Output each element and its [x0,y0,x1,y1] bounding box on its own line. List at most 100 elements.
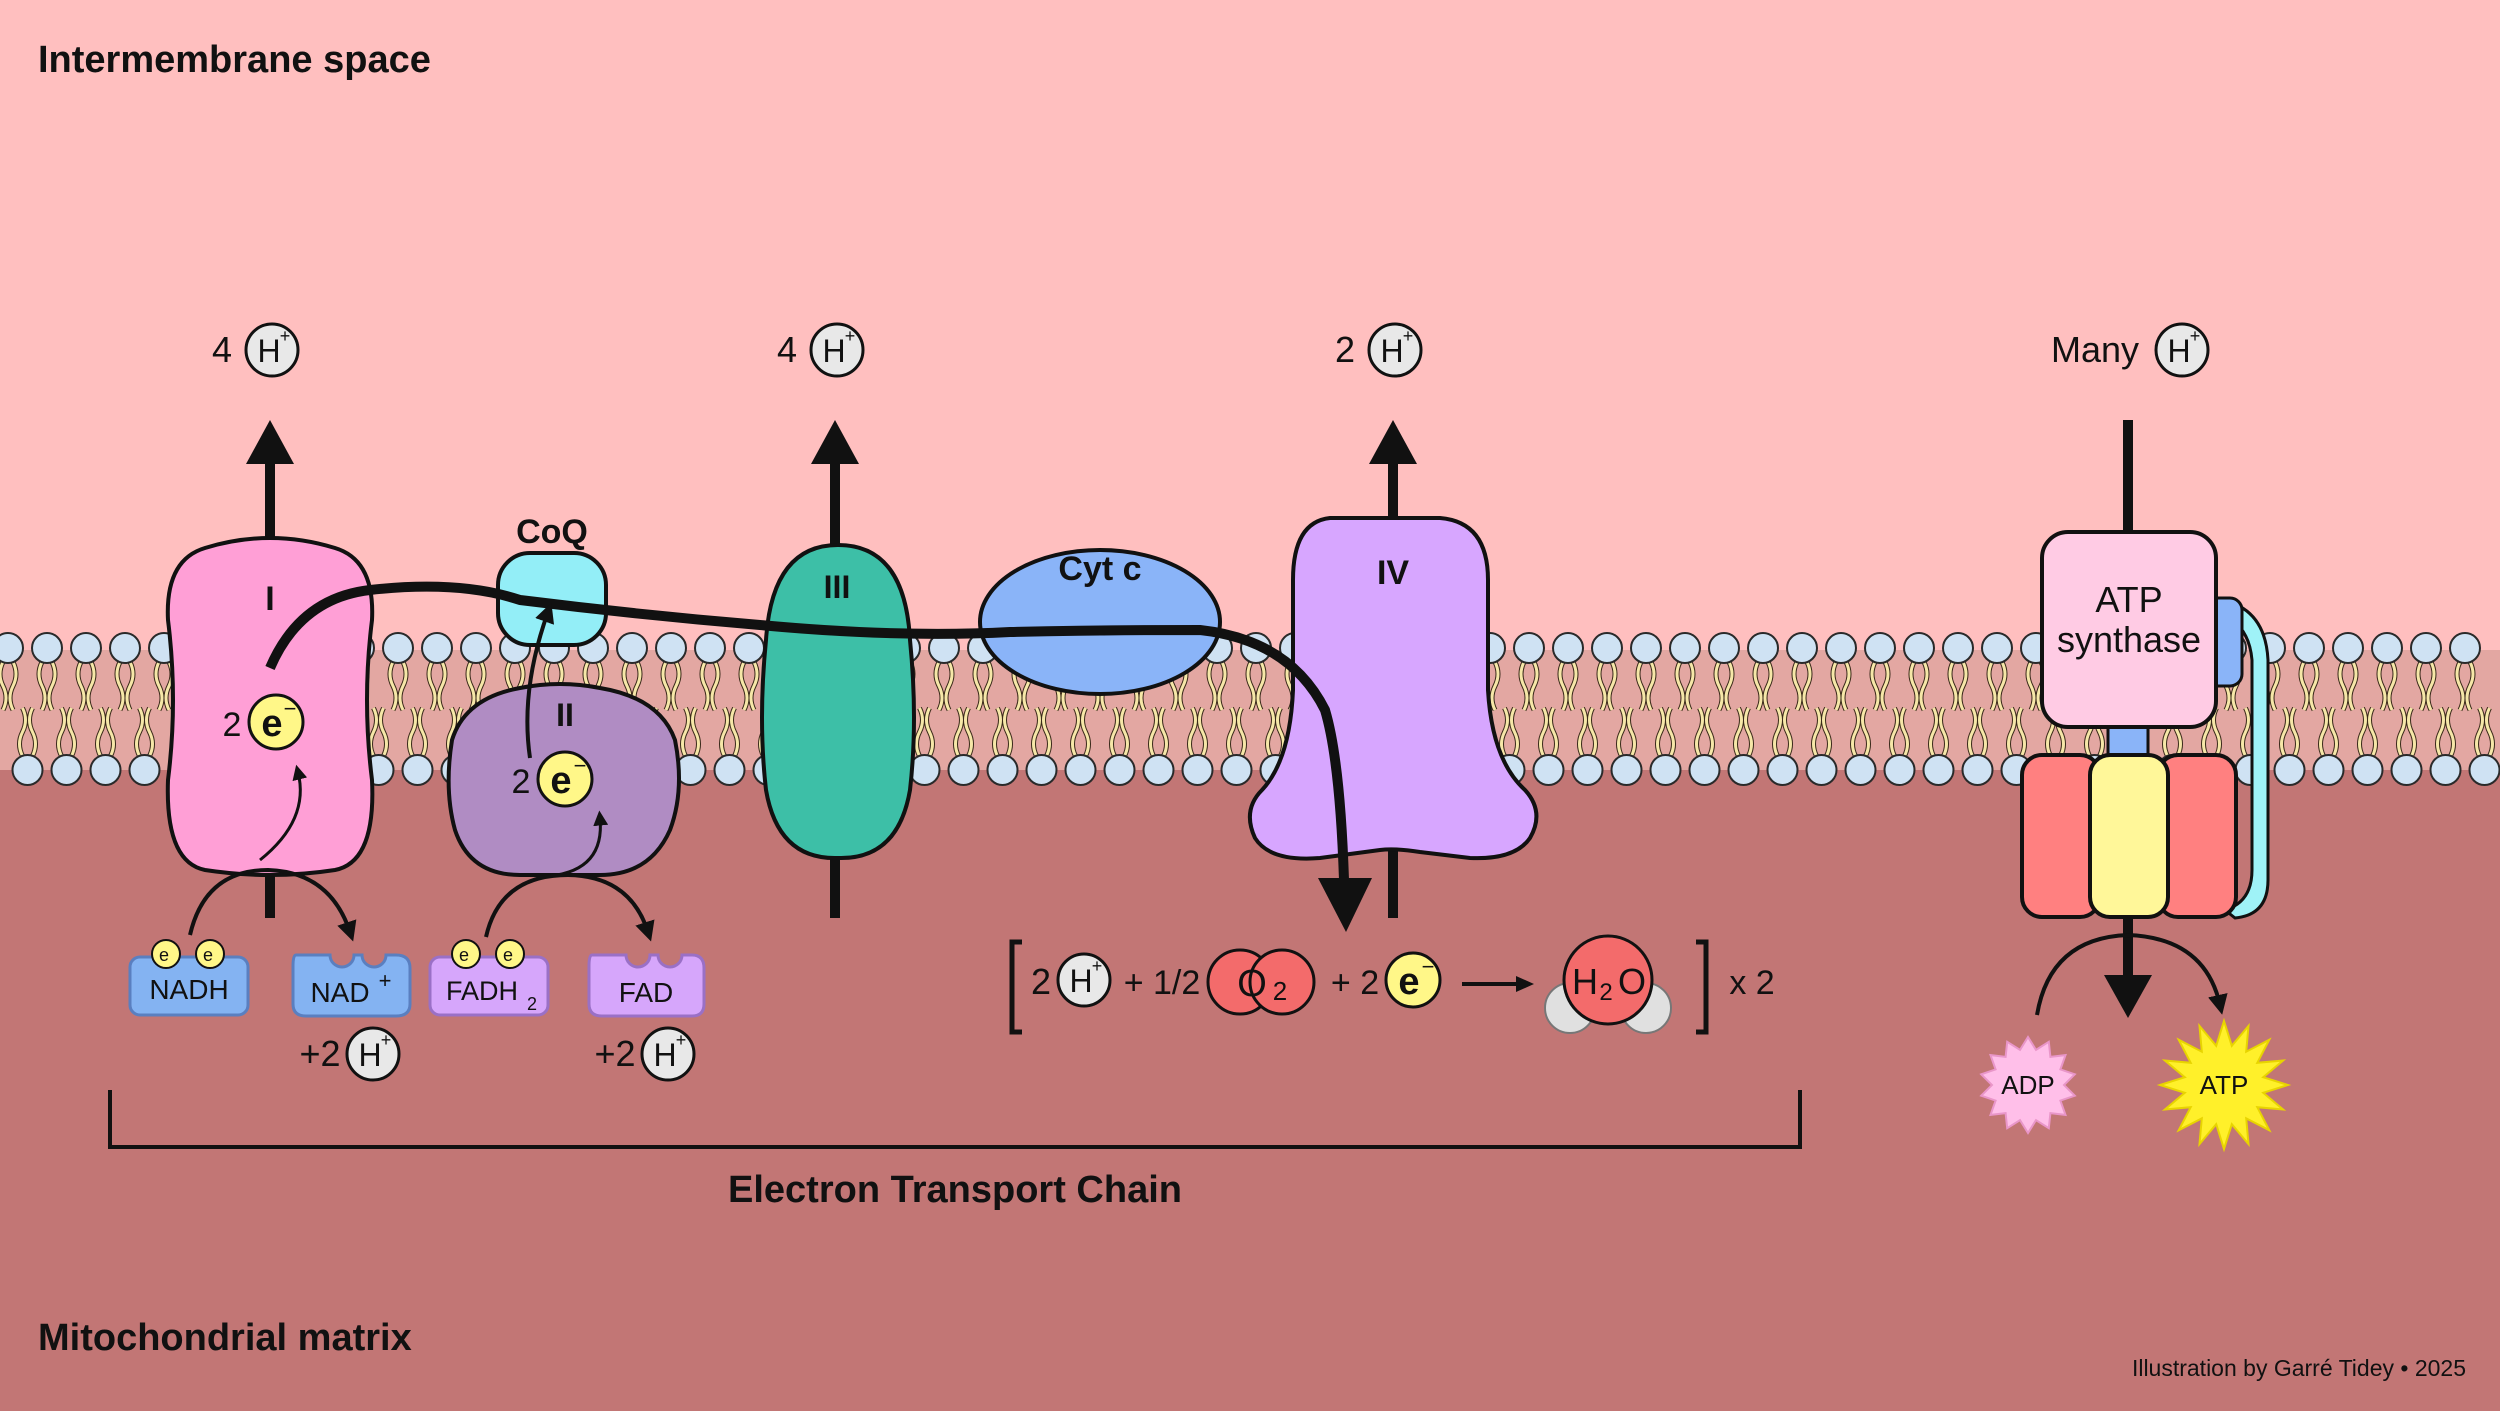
lipid-tail [1783,707,1792,757]
fad-label: FAD [619,977,673,1008]
lipid-tail [1617,707,1626,757]
pumped-count-III: 4 [777,329,797,370]
nadh-e-label-2: e [203,945,213,965]
lipid-head [128,754,161,786]
lipid-tail [1705,707,1714,757]
lipid-tail [1578,707,1587,757]
proton-fad [640,1026,696,1082]
lipid-tail [369,707,378,757]
eq-electron [1384,951,1442,1009]
lipid-tail [1812,707,1821,757]
fadh2-body [428,955,550,1017]
lipid-tail [1861,707,1870,757]
electron-complex-I: 2 e − [223,693,305,751]
atp[interactable]: ATP [2156,1017,2292,1153]
nad-plus[interactable]: NAD + [291,953,412,1018]
etc-bracket [108,1090,1802,1149]
lipid-tail [1529,661,1539,711]
atp-label: ATP [2200,1070,2249,1100]
lipid-tail [934,661,944,711]
complex-I-label: I [265,580,274,618]
lipid-tail [135,707,144,757]
lipid-tail [2407,707,2416,757]
adp[interactable]: ADP [1979,1035,2077,1135]
eq-half: + 1/2 [1124,964,1201,1002]
cytochrome-c[interactable]: Cyt c [978,548,1222,696]
proton-fad-h: H [653,1037,676,1073]
cyt-c-body [978,548,1222,696]
lipid-head [1844,754,1877,786]
fadh2-to-fad-arrow [484,872,655,942]
eq-plus-2: + 2 [1331,964,1379,1002]
fadh2[interactable]: e e FADH 2 [428,939,550,1017]
lipid-tail [67,707,76,757]
lipid-tail [749,661,759,711]
electron-complex-II: 2 e − [512,750,594,808]
proton-atp-charge: + [2190,326,2201,346]
lipid-tail [2426,661,2436,711]
lipid-tail [2397,707,2406,757]
lipid-tail [1549,707,1558,757]
complex-III[interactable]: III [760,542,916,861]
intermembrane-space-label: Intermembrane space [38,39,431,81]
proton-nad-charge: + [381,1030,392,1050]
lipid-tail [2455,661,2465,711]
pumped-protons-IV: 2 H + [1335,322,1423,378]
nadh-e-label-1: e [159,945,169,965]
adp-star [1979,1035,2077,1135]
lipid-tail [1831,661,1841,711]
lipid-head [1181,754,1214,786]
lipid-tail [1948,661,1958,711]
lipid-tail [2348,661,2358,711]
lipid-head [1883,754,1916,786]
lipid-tail [1149,707,1158,757]
lipid-tail [1198,707,1207,757]
lipid-tail [993,707,1002,757]
electron-charge-II: − [574,753,587,778]
coq-label: CoQ [516,513,588,551]
complex-III-label: III [824,569,851,605]
lipid-tail [1763,661,1773,711]
lipid-tail [1188,707,1197,757]
eq-h2o-sub: 2 [1599,979,1612,1006]
atp-synthase-arrowhead [2104,975,2152,1018]
proton-III [809,322,865,378]
lipid-tail [1071,707,1080,757]
proton-fad-charge: + [676,1030,687,1050]
lipid-tail [915,707,924,757]
proton-III-charge: + [845,326,856,346]
adp-label: ADP [2001,1070,2054,1100]
lipid-tail [1802,661,1812,711]
lipid-tail [2338,661,2348,711]
atp-star [2156,1017,2292,1153]
lipid-tail [1042,707,1051,757]
lipid-head [1025,754,1058,786]
lipid-tail [2485,707,2494,757]
nadh-electron-arrow [259,764,308,862]
lipid-head [1708,632,1740,664]
lipid-head [1922,754,1955,786]
lipid-head [11,754,44,786]
fad[interactable]: FAD [587,953,706,1018]
eq-h2o-o: O [1618,961,1646,1002]
proton-I-h: H [257,333,280,369]
lipid-tail [437,661,447,711]
lipid-tail [1851,707,1860,757]
lipid-tail [1607,661,1617,711]
atp-synthase[interactable]: ATP synthase [2020,420,2270,920]
rotor-center [2088,753,2170,919]
adp-to-atp-arrow [2035,932,2228,1016]
complex-IV[interactable]: IV [1247,516,1539,861]
complex-II-to-coq-arrow [525,602,555,759]
proton-IV-h: H [1380,333,1403,369]
nad-body [291,953,412,1018]
lipid-tail [1890,707,1899,757]
lipid-head [733,632,765,664]
lipid-tail [1666,707,1675,757]
lipid-tail [115,661,125,711]
eq-proton-h: H [1069,963,1092,999]
lipid-tail [18,707,27,757]
nadh[interactable]: e e NADH [128,939,250,1017]
lipid-tail [1217,661,1227,711]
